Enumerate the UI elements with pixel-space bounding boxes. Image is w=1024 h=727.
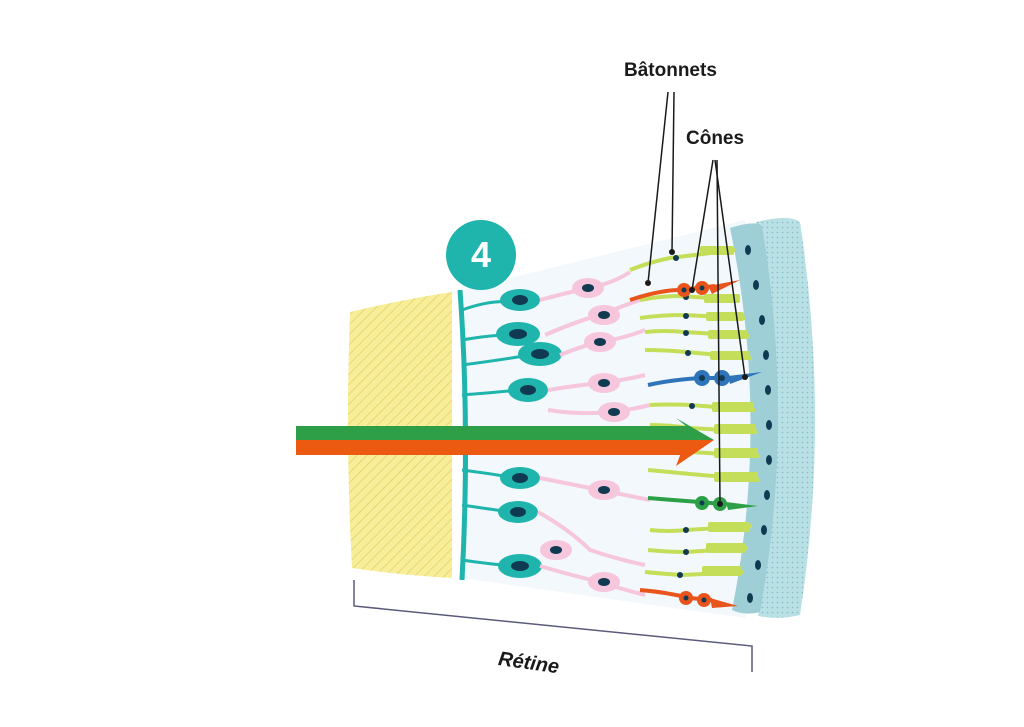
pigment-epithelium [730, 223, 779, 614]
rods-callout-lines [647, 91, 675, 284]
rods-label: Bâtonnets [624, 60, 717, 81]
light-arrow [296, 418, 714, 466]
cone-green [647, 496, 758, 511]
epithelium-nuclei [745, 245, 772, 603]
light-arrow-green [296, 426, 686, 440]
cones-label: Cônes [686, 128, 745, 149]
cone-red-bottom [639, 588, 738, 608]
retina-bracket [353, 580, 753, 672]
bipolar-nuclei [550, 284, 620, 586]
rod-outer-segments [700, 246, 758, 576]
step-number-badge: 4 [446, 220, 516, 290]
light-arrow-orange [296, 440, 686, 455]
ganglion-nuclei [509, 295, 549, 571]
cones-callout-lines [691, 159, 746, 505]
